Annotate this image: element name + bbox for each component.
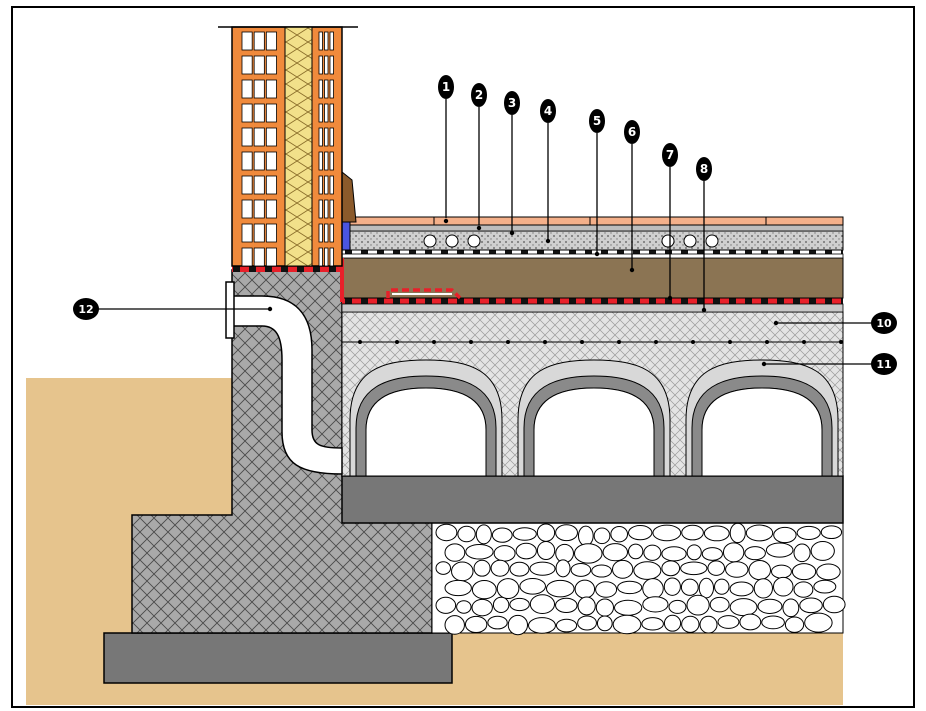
lean-concrete-slab xyxy=(341,475,844,524)
callout-dot-1 xyxy=(443,218,449,224)
callout-badge-7 xyxy=(662,143,678,167)
callout-badge-12 xyxy=(73,298,99,320)
soil xyxy=(26,378,843,705)
callout-badge-8 xyxy=(696,157,712,181)
callout-dot-7 xyxy=(667,295,673,301)
callout-11: 11 xyxy=(761,353,897,375)
callout-dot-10 xyxy=(773,320,779,326)
callout-6: 6 xyxy=(624,120,640,273)
callout-7: 7 xyxy=(662,143,678,301)
callout-10: 10 xyxy=(773,312,897,334)
callout-2: 2 xyxy=(471,83,487,231)
callout-number-12: 12 xyxy=(78,303,93,316)
callout-3: 3 xyxy=(504,91,520,236)
callout-number-5: 5 xyxy=(593,114,601,128)
callout-badge-5 xyxy=(589,109,605,133)
callout-dot-5 xyxy=(594,251,600,257)
callout-badge-6 xyxy=(624,120,640,144)
wall-dpc-membrane xyxy=(232,266,342,272)
wall-insulation xyxy=(284,26,313,267)
callout-badge-3 xyxy=(504,91,520,115)
callout-number-1: 1 xyxy=(442,80,450,94)
callout-dot-12 xyxy=(267,306,273,312)
screed-layer xyxy=(341,257,844,299)
masonry-wall xyxy=(218,26,358,267)
callout-5: 5 xyxy=(589,109,605,257)
wall-membrane-vertical xyxy=(340,258,344,302)
callout-number-6: 6 xyxy=(628,125,636,139)
callout-number-8: 8 xyxy=(700,162,708,176)
callout-8: 8 xyxy=(696,157,712,313)
membrane-overlap xyxy=(386,288,462,300)
callout-dot-8 xyxy=(701,307,707,313)
lean-concrete-footing-base xyxy=(103,632,453,684)
callout-number-7: 7 xyxy=(666,148,674,162)
callout-number-11: 11 xyxy=(876,358,891,371)
separation-layer xyxy=(341,303,844,313)
callout-dot-4 xyxy=(545,238,551,244)
ventilation-pipe xyxy=(225,281,343,475)
callout-12: 12 xyxy=(73,298,273,320)
reinforcement-mesh xyxy=(342,340,843,344)
callout-badge-10 xyxy=(871,312,897,334)
callout-dot-11 xyxy=(761,361,767,367)
callout-dot-3 xyxy=(509,230,515,236)
callout-dot-6 xyxy=(629,267,635,273)
callout-badge-11 xyxy=(871,353,897,375)
callout-number-3: 3 xyxy=(508,96,516,110)
callout-1: 1 xyxy=(438,75,454,224)
callout-number-10: 10 xyxy=(876,317,892,330)
callout-badge-2 xyxy=(471,83,487,107)
upper-separation-layer xyxy=(342,250,843,254)
callout-dot-2 xyxy=(476,225,482,231)
perimeter-strip xyxy=(341,220,351,251)
callout-badge-4 xyxy=(540,99,556,123)
callout-number-4: 4 xyxy=(544,104,552,118)
igloo-formwork xyxy=(349,359,839,477)
callout-badge-1 xyxy=(438,75,454,99)
waterproofing-membrane-lower xyxy=(342,298,843,304)
callout-4: 4 xyxy=(540,99,556,244)
heating-pipes xyxy=(423,234,719,248)
gravel-bed xyxy=(431,522,846,636)
callout-number-2: 2 xyxy=(475,88,483,102)
